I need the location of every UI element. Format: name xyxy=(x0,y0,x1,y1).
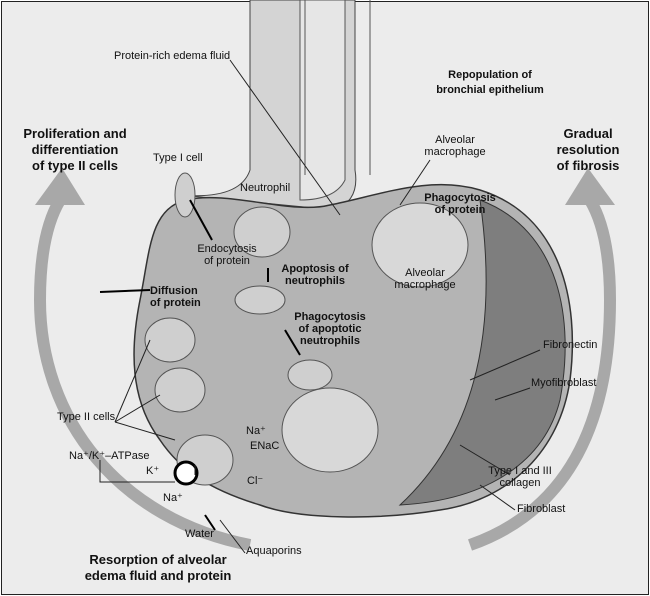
label-line: bronchial epithelium xyxy=(436,84,544,96)
type-i-cell xyxy=(174,172,196,218)
label-line: of protein xyxy=(150,297,201,309)
label-line: Type I and III xyxy=(488,465,552,477)
left-cycle-arrow xyxy=(33,196,252,551)
label-water: Water xyxy=(185,528,214,540)
label-line: edema fluid and protein xyxy=(84,568,232,583)
label-line: Phagocytosis xyxy=(294,311,366,323)
neutrophil xyxy=(233,206,291,258)
label-cl-minus: Cl⁻ xyxy=(247,475,264,487)
label-line: Gradual xyxy=(563,126,613,141)
left-arrowhead-icon xyxy=(35,168,85,205)
label-na-k-atpase: Na⁺/K⁺–ATPase xyxy=(69,450,150,462)
fibrosis-region xyxy=(398,199,566,506)
atpase-pump-icon xyxy=(173,460,199,486)
label-line: of fibrosis xyxy=(556,158,620,173)
label-repopulation: Repopulation of bronchial epithelium xyxy=(425,68,555,98)
label-line: Diffusion xyxy=(150,285,198,297)
label-enac: ENaC xyxy=(250,440,280,452)
label-line: Resorption of alveolar xyxy=(89,552,227,567)
label-line: Apoptosis of xyxy=(281,263,349,275)
label-line: Proliferation and xyxy=(23,126,127,141)
label-line: Repopulation of xyxy=(448,69,532,81)
label-line: macrophage xyxy=(394,279,456,291)
label-line: of protein xyxy=(434,204,486,216)
label-line: macrophage xyxy=(424,146,486,158)
label-fibroblast: Fibroblast xyxy=(517,503,566,515)
apoptotic-neutrophil xyxy=(234,285,286,315)
label-line: Endocytosis xyxy=(197,243,257,255)
label-line: neutrophils xyxy=(285,275,345,287)
label-k-plus: K⁺ xyxy=(146,465,160,477)
right-arrowhead-icon xyxy=(565,168,615,205)
macrophage xyxy=(287,359,333,391)
label-line: Phagocytosis xyxy=(424,192,496,204)
label-type-i-cell: Type I cell xyxy=(153,152,203,164)
right-cycle-arrow xyxy=(468,196,617,551)
label-type-ii-cells: Type II cells xyxy=(57,411,116,423)
label-protein-rich-edema: Protein-rich edema fluid xyxy=(114,50,231,62)
label-line: collagen xyxy=(499,477,541,489)
type-ii-cell xyxy=(144,317,196,363)
label-line: of apoptotic xyxy=(298,323,362,335)
label-line: Alveolar xyxy=(435,134,475,146)
type-ii-cell xyxy=(154,367,206,413)
label-aquaporins: Aquaporins xyxy=(246,545,302,557)
label-line: neutrophils xyxy=(300,335,360,347)
label-neutrophil: Neutrophil xyxy=(240,182,291,194)
label-line: of protein xyxy=(204,255,250,267)
label-myofibroblast: Myofibroblast xyxy=(531,377,597,389)
label-fibronectin: Fibronectin xyxy=(543,339,598,351)
label-na-plus-bottom: Na⁺ xyxy=(163,492,183,504)
label-line: Alveolar xyxy=(405,267,445,279)
macrophage-lower xyxy=(281,387,379,473)
label-line: differentiation xyxy=(31,142,119,157)
label-line: of type II cells xyxy=(32,158,118,173)
alveolar-macrophage xyxy=(371,202,469,288)
label-na-plus-top: Na⁺ xyxy=(246,425,266,437)
label-line: resolution xyxy=(556,142,620,157)
